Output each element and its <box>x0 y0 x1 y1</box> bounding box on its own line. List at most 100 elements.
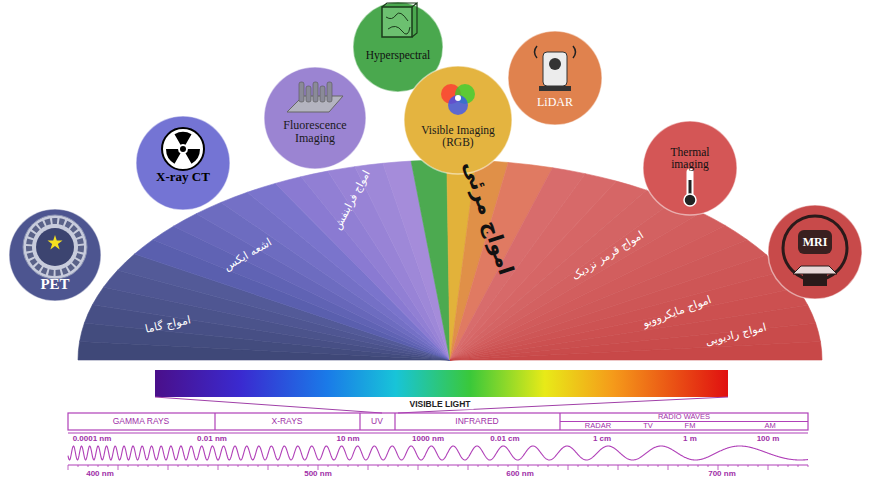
spectrum-wedge <box>450 342 822 360</box>
node-label: Thermal imaging <box>655 146 725 170</box>
circle-outline <box>507 30 603 126</box>
fluorescence-cell <box>320 86 325 102</box>
node-label: X-ray CT <box>141 170 225 184</box>
ruler-tick <box>408 465 409 467</box>
circle-outline <box>403 65 513 175</box>
lidar-body <box>543 52 567 86</box>
ruler-tick <box>428 465 429 467</box>
mri-circle: MRI <box>767 204 863 300</box>
scale-label: UV <box>371 417 383 426</box>
ruler-tick <box>258 465 259 467</box>
ruler-tick <box>418 465 419 470</box>
ruler-tick <box>68 465 69 470</box>
node-label: MRI <box>795 236 835 249</box>
ruler-tick <box>698 465 699 467</box>
wave-layer <box>68 446 808 470</box>
scale-label: TV <box>643 422 653 430</box>
ruler-tick <box>378 465 379 467</box>
scale-divider <box>359 413 360 430</box>
wavelength-label: 0.0001 nm <box>73 435 112 444</box>
hyperspectral-layer <box>382 3 417 37</box>
wavelength-label: 400 nm <box>86 470 114 479</box>
pet-circle: PET <box>8 208 102 302</box>
wavelength-label: 1 m <box>683 435 697 444</box>
ruler-tick <box>278 465 279 467</box>
ruler-tick <box>398 465 399 467</box>
pet-detectors <box>29 221 81 273</box>
ruler-tick <box>458 465 459 467</box>
ruler-tick <box>198 465 199 467</box>
wavelength-label: 600 nm <box>506 470 534 479</box>
ruler-tick <box>548 465 549 467</box>
lidar-circle: LiDAR <box>507 30 603 126</box>
ruler-tick <box>688 465 689 467</box>
ruler-tick <box>228 465 229 467</box>
wavelength-label: 1 cm <box>593 435 611 444</box>
thermometer-bulb <box>684 194 696 206</box>
circle-shape <box>136 116 230 210</box>
ruler-tick <box>728 465 729 467</box>
lidar-lens <box>549 58 561 70</box>
ruler-tick <box>168 465 169 470</box>
pet-ring <box>23 215 87 279</box>
fluorescence-circle: Fluorescence Imaging <box>263 66 367 170</box>
circle-shape <box>643 121 737 215</box>
pet-star <box>47 235 62 249</box>
ruler-tick <box>158 465 159 467</box>
radiation-blade <box>175 132 192 145</box>
ruler-tick <box>138 465 139 467</box>
circle-outline <box>263 66 367 170</box>
wavelength-label: 1000 nm <box>412 435 444 444</box>
electromagnetic-wave <box>68 446 808 460</box>
rgb-circle <box>448 95 468 115</box>
circle-outline <box>135 115 231 211</box>
radiation-center <box>180 146 186 152</box>
ruler-tick <box>608 465 609 467</box>
ruler-tick <box>188 465 189 467</box>
zoom-line <box>155 397 382 413</box>
scale-divider <box>394 413 395 430</box>
circle-outline <box>767 204 863 300</box>
rgb-white <box>455 95 461 101</box>
fluorescence-cell <box>327 82 332 102</box>
ruler-tick <box>598 465 599 467</box>
wavelength-label: 10 nm <box>336 435 359 444</box>
wavelength-label: 500 nm <box>304 470 332 479</box>
ruler-tick <box>308 465 309 467</box>
scale-outline <box>68 413 808 430</box>
wavelength-label: 0.01 cm <box>490 435 519 444</box>
ruler-tick <box>298 465 299 467</box>
visible-imaging-circle: Visible Imaging (RGB) <box>403 65 513 175</box>
node-label: Visible Imaging (RGB) <box>416 124 500 148</box>
ruler-tick <box>348 465 349 467</box>
wavelength-label: 0.01 nm <box>197 435 227 444</box>
node-label: Hyperspectral <box>354 49 442 61</box>
ruler-tick <box>768 465 769 470</box>
fluorescence-cell <box>306 86 311 102</box>
scale-divider <box>214 413 215 430</box>
ruler-tick <box>478 465 479 467</box>
scale-axis <box>68 432 808 433</box>
ruler-tick <box>468 465 469 470</box>
wavelength-label: 100 m <box>757 435 780 444</box>
ruler-tick <box>808 465 809 467</box>
ruler-tick <box>118 465 119 470</box>
ruler-tick <box>748 465 749 467</box>
ruler-tick <box>328 465 329 467</box>
ruler-tick <box>778 465 779 467</box>
ruler-tick <box>568 465 569 470</box>
spectrum-wedge <box>411 160 450 360</box>
ruler-tick <box>708 465 709 467</box>
pet-bore <box>36 228 74 266</box>
ruler-tick <box>588 465 589 467</box>
ruler-tick <box>88 465 89 467</box>
ruler-tick <box>558 465 559 467</box>
ruler-tick <box>668 465 669 470</box>
radiation-blade <box>166 149 181 164</box>
ruler-tick <box>208 465 209 467</box>
mri-stand <box>803 274 827 286</box>
scale-box <box>68 413 808 433</box>
ruler-tick <box>578 465 579 467</box>
zoom-line <box>398 397 728 413</box>
